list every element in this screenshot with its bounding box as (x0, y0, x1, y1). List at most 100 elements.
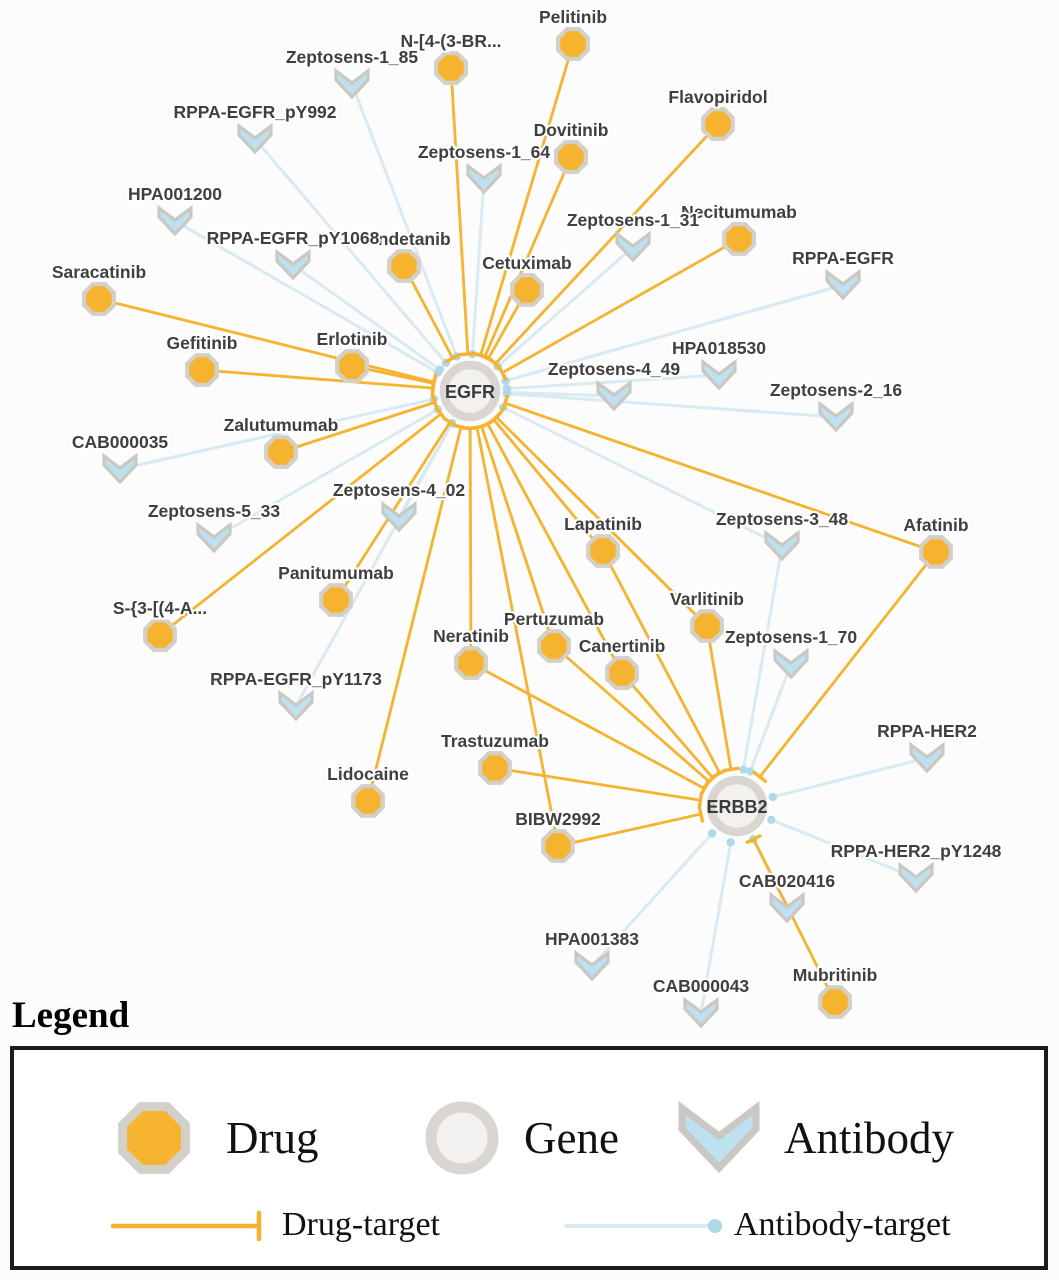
gene-node-erbb2[interactable] (706, 775, 768, 837)
antibody-target-edge (505, 373, 721, 391)
drug-target-edge (480, 424, 556, 648)
antibody-target-edge (769, 818, 918, 880)
antibody-target-edge (212, 407, 440, 540)
antibody-node-rppa_her2_py1248[interactable] (898, 861, 934, 894)
drug-node-cetuximab[interactable] (510, 273, 544, 307)
drug-node-afatinib[interactable] (919, 535, 953, 569)
label-layer: EGFRERBB2PelitinibN-[4-(3-BR...Dovitinib… (50, 5, 1004, 998)
drug-target-edge (486, 422, 624, 675)
drug-node-dovitinib[interactable] (554, 140, 588, 174)
drug-edge-tee (705, 771, 720, 785)
drug-label-canertinib: Canertinib (579, 636, 666, 656)
drug-target-edge (758, 550, 938, 779)
antibody-edge-dot (501, 376, 510, 386)
antibody-target-edge (470, 177, 486, 356)
drug-target-edge (552, 644, 711, 784)
antibody-label-rppa_egfr: RPPA-EGFR (792, 248, 894, 268)
drug-edge-tee (697, 805, 705, 823)
antibody-node-zeptosens_4_49[interactable] (596, 379, 632, 412)
antibody-label-cab000043: CAB000043 (653, 976, 750, 996)
antibody-node-rppa_her2[interactable] (909, 741, 945, 774)
drug-label-trastuzumab: Trastuzumab (441, 731, 549, 751)
antibody-node-zeptosens_1_85[interactable] (334, 67, 370, 100)
drug-target-edge (493, 766, 702, 802)
gene-node-egfr[interactable] (439, 360, 501, 422)
drug-node-n_4_3_br[interactable] (434, 51, 468, 85)
antibody-edge-dot (768, 792, 778, 802)
drug-label-flavopiridol: Flavopiridol (668, 87, 767, 107)
drug-node-panitumumab[interactable] (319, 583, 353, 617)
antibody-edge-dot (739, 765, 748, 774)
antibody-node-hpa001383[interactable] (574, 949, 610, 982)
antibody-label-rppa_her2_py1248: RPPA-HER2_pY1248 (831, 841, 1002, 861)
antibody-node-cab000035[interactable] (102, 452, 138, 485)
antibody-target-edge (173, 219, 440, 375)
antibody-node-rppa_egfr[interactable] (825, 268, 861, 301)
antibody-label-zeptosens_3_48: Zeptosens-3_48 (716, 509, 849, 529)
drug-node-mubritinib[interactable] (818, 985, 852, 1019)
drug-node-pertuzumab[interactable] (537, 629, 571, 663)
drug-edge-tee (444, 353, 461, 364)
antibody-node-zeptosens_5_33[interactable] (196, 521, 232, 554)
drug-target-edge (620, 671, 715, 780)
drug-edge-tee (430, 374, 437, 392)
drug-node-neratinib[interactable] (454, 646, 488, 680)
drug-label-neratinib: Neratinib (433, 626, 509, 646)
antibody-target-edge (748, 662, 793, 773)
drug-target-edge (469, 661, 706, 790)
drug-node-vandetanib[interactable] (387, 249, 421, 283)
antibody-node-rppa_egfr_py992[interactable] (237, 122, 273, 155)
drug-label-panitumumab: Panitumumab (278, 563, 394, 583)
drug-node-varlitinib[interactable] (690, 609, 724, 643)
drug-node-flavopiridol[interactable] (701, 107, 735, 141)
antibody-node-rppa_egfr_py1173[interactable] (278, 689, 314, 722)
drug-node-bibw2992[interactable] (541, 829, 575, 863)
antibody-target-edge (741, 544, 784, 772)
antibody-node-hpa001200[interactable] (157, 204, 193, 237)
drug-node-canertinib[interactable] (605, 656, 639, 690)
drug-node-s_3_4_a[interactable] (143, 618, 177, 652)
antibody-node-zeptosens_1_64[interactable] (466, 162, 502, 195)
legend-box: Drug Gene Antibody Drug-target Antibody-… (10, 1046, 1048, 1270)
antibody-node-hpa018530[interactable] (701, 358, 737, 391)
drug-edge-tee (500, 394, 509, 412)
antibody-node-cab020416[interactable] (769, 891, 805, 924)
antibody-target-edge (699, 840, 733, 1015)
drug-node-erlotinib[interactable] (335, 349, 369, 383)
drug-target-edge (494, 415, 709, 628)
antibody-label-zeptosens_1_31: Zeptosens-1_31 (567, 210, 700, 230)
antibody-label-cab020416: CAB020416 (739, 871, 836, 891)
antibody-label-rppa_egfr_py1068: RPPA-EGFR_pY1068 (207, 228, 380, 248)
antibody-node-zeptosens_1_31[interactable] (615, 230, 651, 263)
drug-target-edge (503, 401, 938, 554)
antibody-edge-dot (502, 389, 512, 398)
antibody-node-zeptosens_3_48[interactable] (764, 529, 800, 562)
drug-node-zalutumumab[interactable] (264, 435, 298, 469)
drug-label-s_3_4_a: S-{3-[(4-A... (113, 598, 207, 618)
antibody-node-cab000043[interactable] (683, 996, 719, 1029)
antibody-node-zeptosens_2_16[interactable] (818, 400, 854, 433)
drug-node-lidocaine[interactable] (351, 784, 385, 818)
drug-edge-tee (697, 791, 704, 809)
antibody-target-edge (505, 392, 838, 419)
drug-node-pelitinib[interactable] (556, 27, 590, 61)
antibody-edge-dot (767, 815, 776, 825)
drug-label-varlitinib: Varlitinib (670, 589, 744, 609)
gene-label-erbb2: ERBB2 (706, 797, 767, 817)
drug-target-edge (483, 155, 573, 359)
antibody-node-zeptosens_1_70[interactable] (773, 647, 809, 680)
drug-node-saracatinib[interactable] (82, 282, 116, 316)
drug-node-gefitinib[interactable] (185, 353, 219, 387)
drug-node-trastuzumab[interactable] (478, 751, 512, 785)
drug-edge-tee (722, 766, 740, 773)
drug-label-gefitinib: Gefitinib (167, 333, 238, 353)
drug-label-necitumumab: Necitumumab (681, 202, 797, 222)
antibody-node-rppa_egfr_py1068[interactable] (275, 248, 311, 281)
antibody-target-edge (501, 405, 784, 548)
drug-label-erlotinib: Erlotinib (317, 329, 388, 349)
drug-node-necitumumab[interactable] (722, 222, 756, 256)
drug-node-lapatinib[interactable] (586, 534, 620, 568)
antibody-label-hpa001383: HPA001383 (545, 929, 639, 949)
antibody-node-zeptosens_4_02[interactable] (381, 500, 417, 533)
drug-edge-tee (468, 424, 486, 431)
